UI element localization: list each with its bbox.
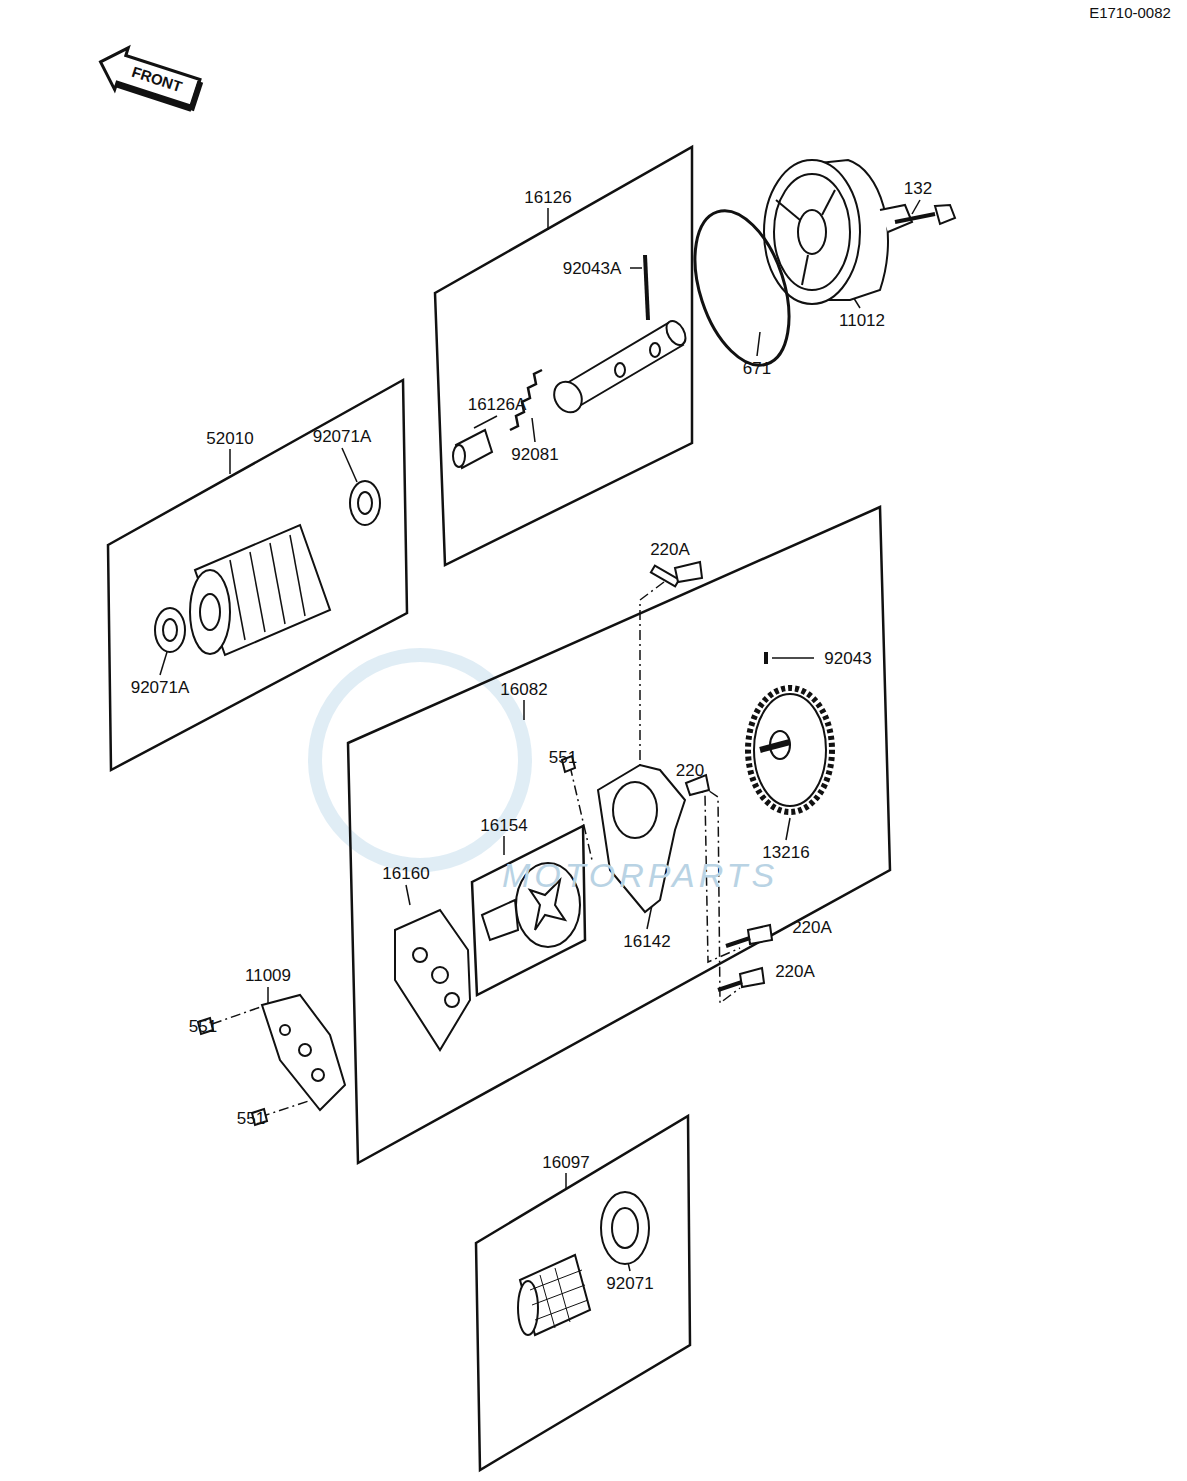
part-number: 220 <box>676 762 704 779</box>
front-arrow <box>94 41 204 114</box>
o-ring <box>677 199 806 377</box>
part-number: 551 <box>549 749 577 766</box>
part-number: 16126A <box>468 396 527 413</box>
part-number: 132 <box>904 180 932 197</box>
part-number: 11009 <box>245 967 291 984</box>
part-number: 11012 <box>839 312 885 329</box>
part-number: 92071A <box>131 679 190 696</box>
part-number: 16160 <box>382 865 429 882</box>
watermark: MOTORPARTS <box>502 858 778 892</box>
relief-valve <box>453 255 689 468</box>
part-number: 671 <box>743 360 771 377</box>
part-number: 16082 <box>500 681 547 698</box>
part-number: 16097 <box>542 1154 589 1171</box>
part-number: 220A <box>775 963 815 980</box>
part-number: 551 <box>189 1018 217 1035</box>
part-number: 551 <box>237 1110 265 1127</box>
diagram-code: E1710-0082 <box>1089 5 1171 20</box>
oil-pump <box>198 562 832 1125</box>
part-number: 220A <box>650 541 690 558</box>
part-number: 16154 <box>480 817 527 834</box>
leader-lines <box>160 200 920 1271</box>
part-number: 92071 <box>606 1275 653 1292</box>
oil-filter-cover <box>764 160 955 304</box>
part-number: 92043 <box>824 650 871 667</box>
watermark-logo <box>315 655 525 865</box>
oil-filter <box>155 481 380 655</box>
part-number: 16142 <box>623 933 670 950</box>
part-number: 52010 <box>206 430 253 447</box>
oil-screen <box>518 1192 649 1335</box>
part-number: 92081 <box>511 446 558 463</box>
part-number: 16126 <box>524 189 571 206</box>
group-frames <box>108 147 890 1470</box>
part-number: 92043A <box>563 260 622 277</box>
part-number: 92071A <box>313 428 372 445</box>
part-number: 220A <box>792 919 832 936</box>
